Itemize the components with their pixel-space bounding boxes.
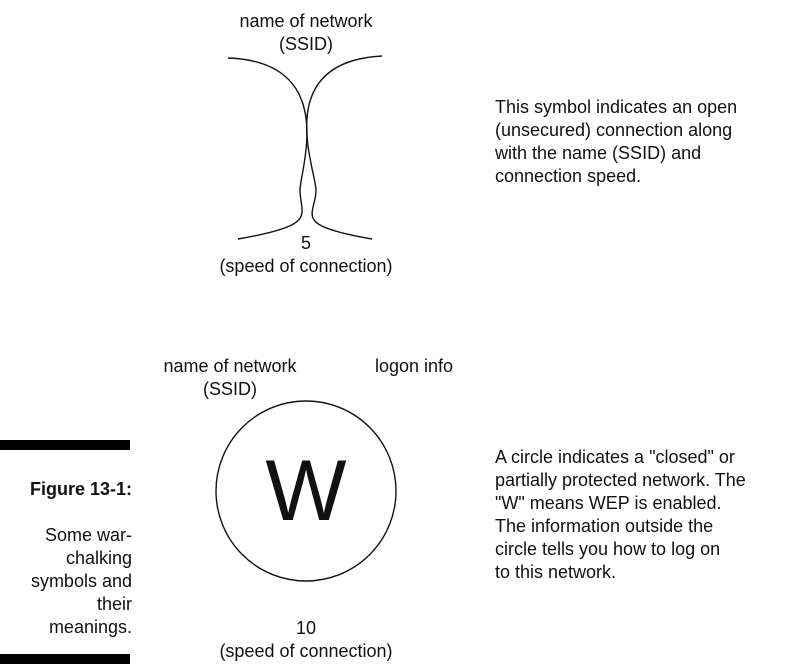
closed-symbol-ssid-sublabel: (SSID) (203, 379, 257, 399)
closed-symbol-speed-label: (speed of connection) (219, 641, 393, 661)
open-symbol-ssid-sublabel: (SSID) (279, 34, 333, 54)
figure-caption-title: Figure 13-1: (29, 479, 132, 499)
closed-symbol-wep-letter: W (265, 443, 347, 539)
closed-symbol-speed-number: 10 (295, 618, 317, 638)
closed-symbol-description: A circle indicates a "closed" or partial… (495, 447, 746, 582)
open-symbol-speed-label: (speed of connection) (219, 256, 393, 276)
closed-symbol-ssid-label: name of network (163, 356, 297, 376)
open-symbol-speed-number: 5 (300, 233, 311, 253)
caption-bottom-rule (0, 654, 130, 664)
closed-symbol-logon-label: logon info (375, 356, 454, 376)
open-symbol-left-arc (227, 57, 308, 240)
open-symbol-ssid-label: name of network (239, 11, 373, 31)
caption-top-rule (0, 440, 130, 450)
open-symbol-right-arc (305, 55, 383, 240)
figure-caption: Figure 13-1: Some war- chalking symbols … (0, 455, 132, 639)
figure-caption-text: Some war- chalking symbols and their mea… (30, 525, 132, 637)
open-symbol-description: This symbol indicates an open (unsecured… (495, 97, 738, 186)
closed-symbol-circle (215, 400, 397, 582)
